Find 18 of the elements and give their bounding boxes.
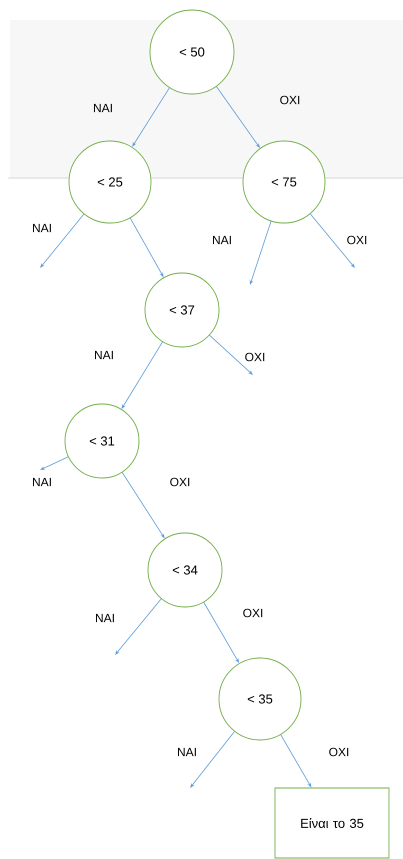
edge-label: OXI [170,478,190,486]
edge-label: OXI [245,352,264,362]
edge-label: NAI [94,104,112,112]
edge-label: NAI [32,478,51,486]
edge-label: OXI [329,748,348,756]
arrow [40,214,84,268]
edge-label: NAI [178,748,196,756]
edge-label: NAI [32,224,51,232]
arrow [115,598,162,655]
edge-label: OXI [243,608,262,618]
result-box: Είναι το 35 [274,788,390,858]
arrow [209,334,253,375]
arrow [310,214,355,268]
edge-label: OXI [347,236,366,244]
edge-label: OXI [280,96,300,104]
edge-label: NAI [212,236,231,244]
edge-label: NAI [96,614,114,622]
edge-label: NAI [94,350,113,360]
